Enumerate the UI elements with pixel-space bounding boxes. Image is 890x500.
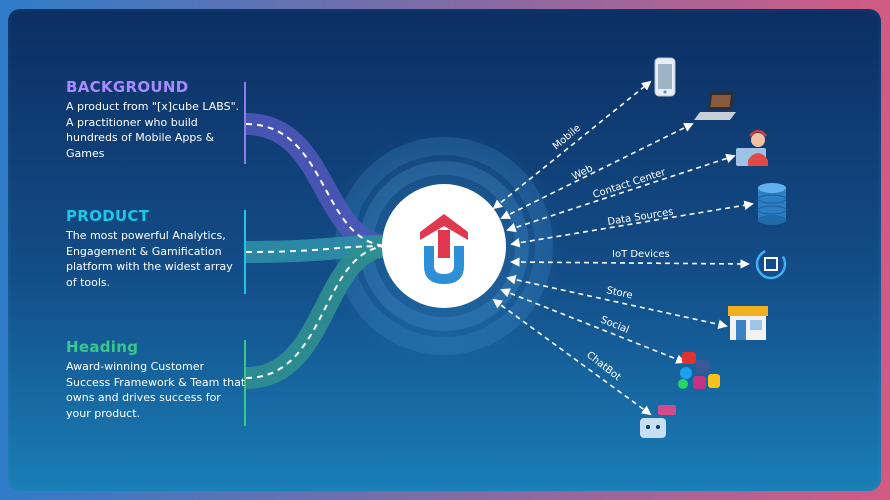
- platform-logo-icon: [382, 184, 506, 308]
- chatbot-icon: [640, 405, 676, 438]
- iot-device-icon: [755, 248, 787, 280]
- mobile-phone-icon: [654, 57, 676, 97]
- storefront-icon: [728, 306, 768, 340]
- channel-label-web: Web: [570, 163, 594, 183]
- laptop-icon: [694, 92, 736, 120]
- section-title-background: BACKGROUND: [66, 78, 189, 96]
- arrow-data-sources: [510, 200, 754, 248]
- section-title-product: PRODUCT: [66, 207, 150, 225]
- arrow-iot-devices: [510, 257, 750, 269]
- channel-label-store: Store: [605, 285, 633, 301]
- call-agent-icon: [736, 129, 768, 166]
- channel-label-contact-center: Contact Center: [592, 167, 668, 201]
- channel-label-mobile: Mobile: [551, 123, 583, 153]
- channel-label-data-sources: Data Sources: [607, 207, 675, 228]
- section-title-heading: Heading: [66, 338, 139, 356]
- social-media-icon: [678, 352, 720, 389]
- channel-arrows: [492, 80, 754, 416]
- section-desc-background: A product from "[x]cube LABS". A practit…: [66, 100, 240, 160]
- heading-band: [245, 235, 392, 389]
- database-icon: [757, 183, 787, 225]
- section-product: PRODUCT The most powerful Analytics, Eng…: [66, 207, 246, 290]
- channel-label-iot-devices: IoT Devices: [612, 249, 670, 260]
- section-heading: Heading Award-winning Customer Success F…: [66, 338, 246, 421]
- channel-label-social: Social: [599, 315, 631, 336]
- section-background: BACKGROUND A product from "[x]cube LABS"…: [66, 78, 246, 161]
- channel-label-chatbot: ChatBot: [584, 350, 623, 384]
- arrow-social: [500, 288, 686, 364]
- section-desc-product: The most powerful Analytics, Engagement …: [66, 229, 233, 289]
- section-desc-heading: Award-winning Customer Success Framework…: [66, 360, 246, 420]
- product-bar: [244, 210, 246, 294]
- flow-bands: [245, 113, 392, 389]
- background-bar: [244, 82, 246, 164]
- heading-bar: [244, 340, 246, 426]
